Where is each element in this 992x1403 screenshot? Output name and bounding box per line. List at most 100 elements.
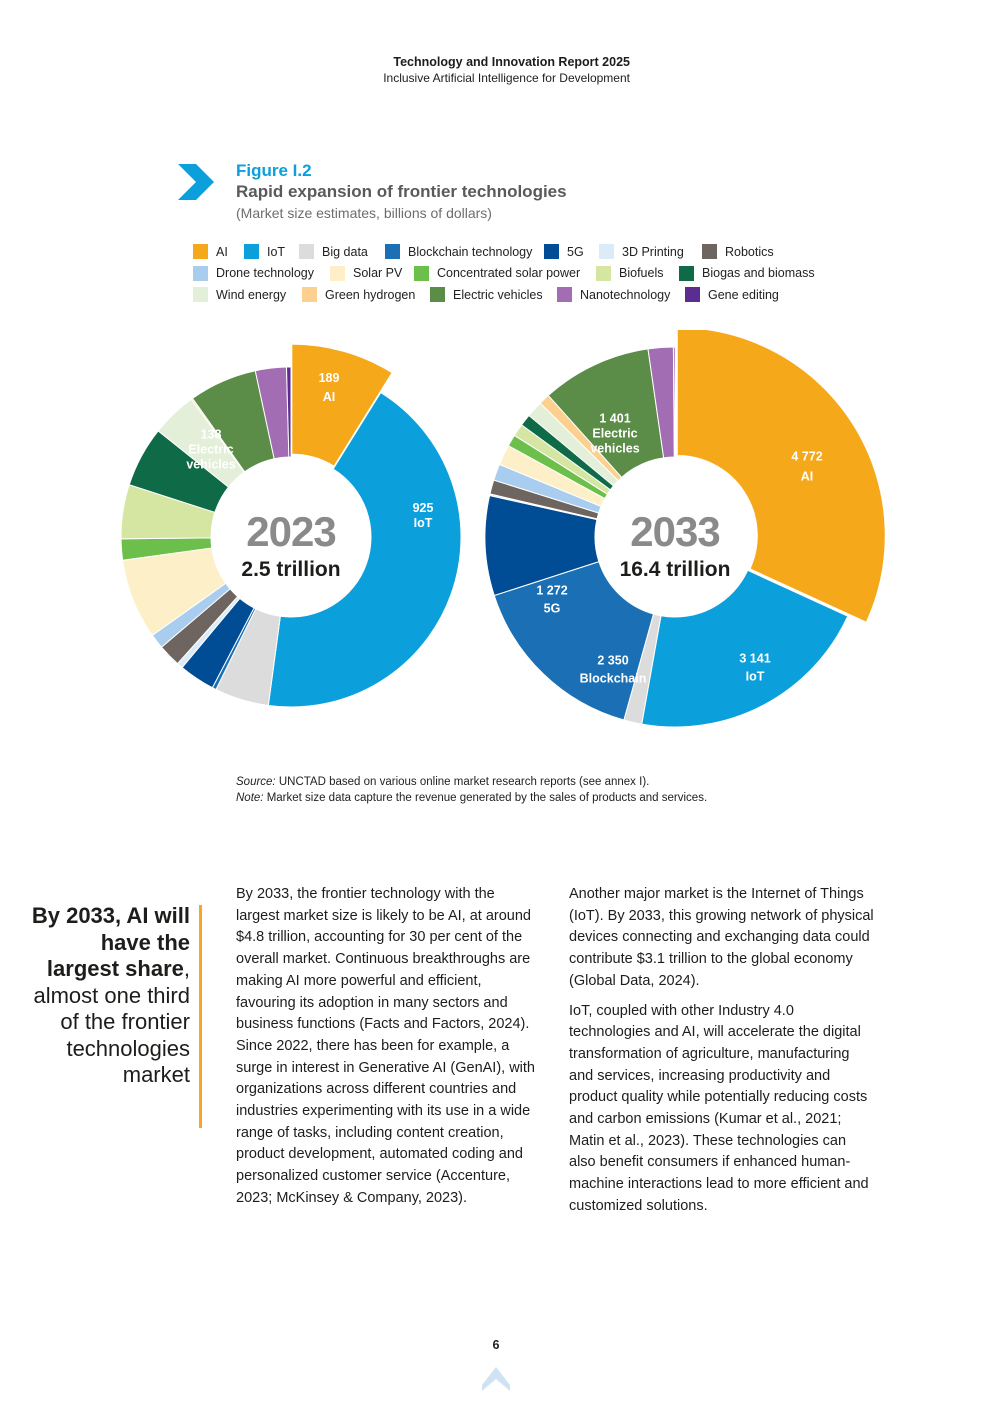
legend-label: Biogas and biomass	[702, 266, 815, 280]
legend-item-ev: Electric vehicles	[430, 287, 543, 302]
data-label-value: 3 141	[739, 651, 771, 666]
data-label-name: IoT	[413, 516, 433, 530]
legend-item-iot: IoT	[244, 244, 285, 259]
figure-title: Rapid expansion of frontier technologies	[236, 182, 567, 201]
pull-quote-rest: , almost one third of the frontier techn…	[33, 956, 190, 1087]
source-text: UNCTAD based on various online market re…	[275, 776, 650, 788]
data-label-value: 2 350	[597, 653, 629, 668]
legend-swatch	[557, 287, 572, 302]
donut-charts	[120, 330, 886, 728]
legend-item-green-hydrogen: Green hydrogen	[302, 287, 415, 302]
legend-item-gene-editing: Gene editing	[685, 287, 779, 302]
legend-swatch	[679, 265, 694, 281]
legend-item-nanotech: Nanotechnology	[557, 287, 670, 302]
pull-quote-bold: By 2033, AI will have the largest share	[31, 903, 190, 981]
center-year-2023: 2023	[246, 508, 336, 555]
center-total-2023: 2.5 trillion	[241, 558, 341, 581]
data-label-2033-blockchain: 2 350 Blockchain	[580, 654, 647, 687]
page-number: 6	[492, 1338, 500, 1352]
legend-item-blockchain: Blockchain technology	[385, 244, 532, 259]
data-label-name: 5G	[543, 601, 561, 616]
legend-item-wind: Wind energy	[193, 287, 286, 302]
data-label-value: 1 272	[536, 583, 568, 598]
paragraph: By 2033, the frontier technology with th…	[236, 886, 535, 1206]
body-column-left: By 2033, the frontier technology with th…	[236, 884, 542, 1218]
legend-swatch	[430, 287, 445, 302]
donut-slice-2023-gene-editing	[285, 366, 292, 458]
legend-swatch	[302, 287, 317, 302]
data-label-name: Electric vehicles	[186, 442, 236, 472]
data-label-2033-iot: 3 141 IoT	[739, 652, 770, 685]
legend-swatch	[330, 265, 345, 281]
data-label-2023-ev: 138 Electric vehicles	[171, 428, 251, 473]
legend-label: Robotics	[725, 244, 774, 259]
back-to-top-icon[interactable]	[480, 1365, 512, 1393]
body-column-right: Another major market is the Internet of …	[569, 884, 875, 1226]
legend-label: Biofuels	[619, 266, 664, 280]
legend-item-ai: AI	[193, 244, 228, 259]
legend-label: AI	[216, 244, 228, 259]
legend-label: Drone technology	[216, 266, 314, 280]
legend-swatch	[193, 244, 208, 259]
data-label-name: AI	[322, 390, 336, 404]
data-label-2033-5g: 1 272 5G	[536, 584, 567, 617]
legend-label: Electric vehicles	[453, 287, 543, 302]
legend-label: IoT	[267, 244, 286, 259]
legend-item-drone: Drone technology	[193, 265, 314, 281]
center-total-2033: 16.4 trillion	[619, 558, 731, 581]
figure-subtitle: (Market size estimates, billions of doll…	[236, 205, 492, 221]
legend-swatch	[299, 244, 314, 259]
donut-slice-2033-gene-editing	[672, 346, 676, 458]
pull-quote-bar	[199, 905, 202, 1128]
chart-legend: AI IoT Big data Blockchain technology 5G…	[193, 244, 833, 309]
legend-label: Gene editing	[708, 287, 779, 302]
legend-item-biogas: Biogas and biomass	[679, 265, 815, 281]
legend-item-csp: Concentrated solar power	[414, 265, 581, 281]
legend-label: 5G	[567, 244, 584, 259]
donut-slice-2023-ai	[291, 343, 393, 467]
legend-item-3d-printing: 3D Printing	[599, 244, 684, 259]
legend-label: Green hydrogen	[325, 287, 416, 302]
pull-quote: By 2033, AI will have the largest share,…	[30, 903, 190, 1089]
legend-swatch	[193, 265, 208, 281]
legend-item-biofuels: Biofuels	[596, 265, 664, 281]
legend-swatch	[599, 244, 614, 259]
donut-slice-2033-blockchain-technology	[493, 561, 655, 721]
source-line: Source: UNCTAD based on various online m…	[236, 774, 707, 790]
source-label: Source:	[236, 776, 276, 788]
paragraph: IoT, coupled with other Industry 4.0 tec…	[569, 1002, 869, 1214]
data-label-2023-iot: 925 IoT	[413, 501, 434, 531]
data-label-2033-ai: 4 772 AI	[791, 450, 822, 485]
report-header: Technology and Innovation Report 2025 In…	[383, 54, 630, 86]
legend-row: Drone technology Solar PV Concentrated s…	[193, 265, 833, 288]
legend-swatch	[193, 287, 208, 302]
legend-swatch	[244, 244, 259, 259]
legend-item-robotics: Robotics	[702, 244, 774, 259]
data-label-value: 189	[318, 371, 340, 385]
legend-label: Concentrated solar power	[437, 266, 581, 280]
donut-slice-2023-iot	[267, 391, 462, 708]
data-label-2033-ev: 1 401 Electric vehicles	[575, 412, 655, 457]
data-label-name: Electric vehicles	[590, 426, 640, 456]
legend-swatch	[685, 287, 700, 302]
legend-swatch	[385, 244, 400, 259]
note-text: Market size data capture the revenue gen…	[263, 792, 708, 804]
chevron-right-icon	[178, 164, 214, 200]
legend-row: AI IoT Big data Blockchain technology 5G…	[193, 244, 833, 266]
donut-slice-2033-iot	[641, 569, 849, 728]
legend-item-solar-pv: Solar PV	[330, 265, 402, 281]
legend-swatch	[544, 244, 559, 259]
legend-label: Big data	[322, 244, 368, 259]
legend-item-5g: 5G	[544, 244, 584, 259]
data-label-value: 138	[200, 427, 222, 442]
figure-notes: Source: UNCTAD based on various online m…	[236, 774, 707, 806]
report-subtitle: Inclusive Artificial Intelligence for De…	[383, 71, 630, 85]
data-label-name: Blockchain	[579, 671, 647, 686]
figure-label: Figure I.2	[236, 161, 312, 180]
legend-label: Wind energy	[216, 287, 287, 302]
legend-swatch	[702, 244, 717, 259]
legend-swatch	[414, 265, 429, 281]
legend-row: Wind energy Green hydrogen Electric vehi…	[193, 287, 833, 309]
data-label-value: 4 772	[791, 449, 823, 464]
donut-slice-2033-ai	[676, 330, 886, 623]
